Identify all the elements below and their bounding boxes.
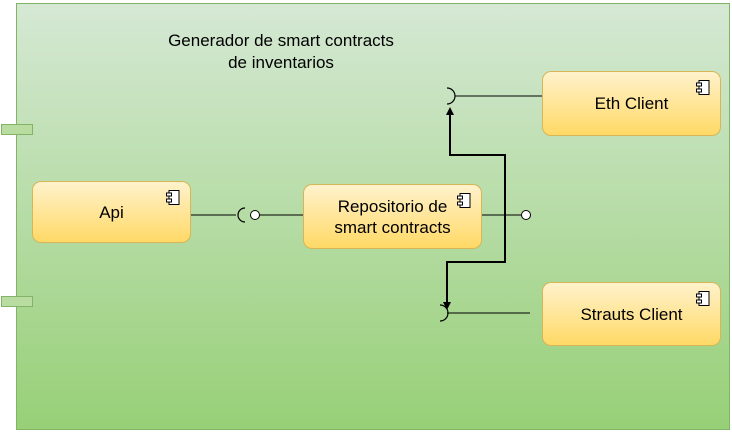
- component-icon: [696, 80, 710, 95]
- component-icon: [696, 291, 710, 306]
- container-port-top: [1, 124, 33, 135]
- container-port-bottom: [1, 296, 33, 307]
- eth-client-label: Eth Client: [594, 94, 669, 113]
- diagram-title: Generador de smart contracts de inventar…: [168, 31, 394, 72]
- strauts-client-label: Strauts Client: [580, 304, 683, 324]
- component-icon: [457, 193, 471, 208]
- component-icon: [166, 190, 180, 205]
- api-repo-connector: [180, 207, 303, 223]
- arrow-to-strauts-client: [443, 215, 506, 310]
- arrow-to-eth-client: [446, 107, 506, 215]
- api-label: Api: [99, 202, 124, 222]
- strauts-client-socket: [439, 304, 530, 322]
- strauts-client-component[interactable]: Strauts Client: [542, 282, 721, 346]
- eth-client-component[interactable]: Eth Client: [542, 71, 721, 136]
- repositorio-component[interactable]: Repositorio de smart contracts: [303, 184, 482, 249]
- api-component[interactable]: Api: [32, 181, 191, 243]
- eth-client-socket: [446, 87, 542, 105]
- repositorio-label: Repositorio de smart contracts: [334, 196, 451, 237]
- repo-provided-interface: [482, 210, 531, 220]
